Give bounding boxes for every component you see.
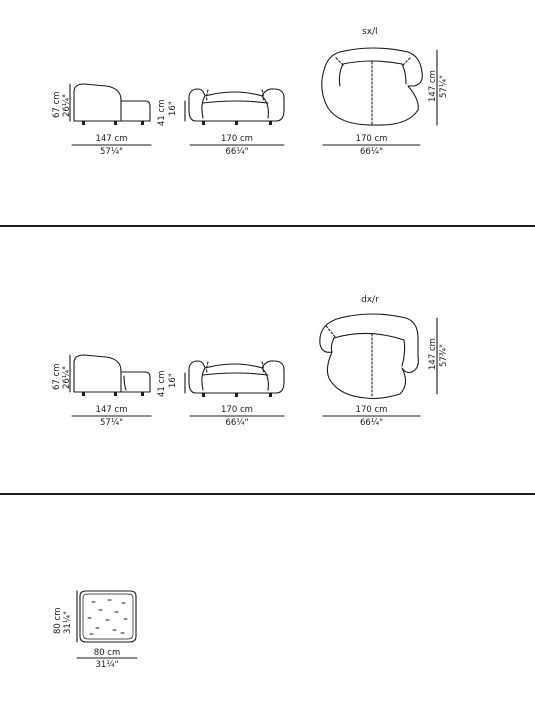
side-height-in-2: 26¼" bbox=[62, 366, 72, 389]
front-view-drawing-2 bbox=[184, 360, 285, 397]
side-width-in-2: 57¼" bbox=[100, 418, 123, 428]
section-divider-1 bbox=[0, 225, 535, 227]
top-depth-in-2: 57¾" bbox=[439, 344, 449, 367]
top-width-in: 66¼" bbox=[360, 147, 383, 157]
top-depth-cm: 147 cm bbox=[428, 70, 438, 102]
top-width-in-2: 66¼" bbox=[360, 418, 383, 428]
front-view-drawing-1 bbox=[184, 88, 285, 125]
side-height-cm-2: 67 cm bbox=[52, 363, 62, 390]
orientation-label-sx-l: sx/l bbox=[362, 27, 378, 37]
front-width-cm-2: 170 cm bbox=[221, 405, 253, 415]
top-width-cm: 170 cm bbox=[355, 134, 388, 144]
front-width-in: 66¼" bbox=[225, 147, 249, 157]
front-height-in: 16" bbox=[168, 101, 178, 116]
side-view-drawing-2 bbox=[69, 354, 151, 396]
front-height-cm: 41 cm bbox=[157, 99, 167, 126]
side-height-cm: 67 cm bbox=[52, 91, 62, 118]
top-depth-in: 57¼" bbox=[439, 75, 449, 98]
front-height-cm-2: 41 cm bbox=[157, 370, 167, 397]
side-width-in: 57¼" bbox=[100, 147, 123, 157]
ottoman-depth-in: 31¼" bbox=[63, 611, 73, 634]
side-height-in: 26¼" bbox=[62, 94, 72, 117]
ottoman-depth-cm: 80 cm bbox=[53, 607, 63, 634]
side-width-cm-2: 147 cm bbox=[95, 405, 128, 415]
top-depth-cm-2: 147 cm bbox=[428, 338, 438, 370]
front-height-in-2: 16" bbox=[168, 373, 178, 388]
top-view-drawing-2 bbox=[319, 313, 438, 400]
top-width-cm-2: 170 cm bbox=[355, 405, 388, 415]
front-width-cm: 170 cm bbox=[221, 134, 253, 144]
orientation-label-dx-r: dx/r bbox=[361, 295, 379, 305]
ottoman-top-view-drawing bbox=[76, 590, 137, 643]
ottoman-width-cm: 80 cm bbox=[93, 648, 121, 658]
ottoman-width-in: 31¼" bbox=[95, 660, 119, 670]
side-width-cm: 147 cm bbox=[95, 134, 128, 144]
side-view-drawing-1 bbox=[69, 83, 151, 125]
section-divider-2 bbox=[0, 493, 535, 495]
top-view-drawing-1 bbox=[321, 47, 438, 126]
front-width-in-2: 66¼" bbox=[225, 418, 249, 428]
